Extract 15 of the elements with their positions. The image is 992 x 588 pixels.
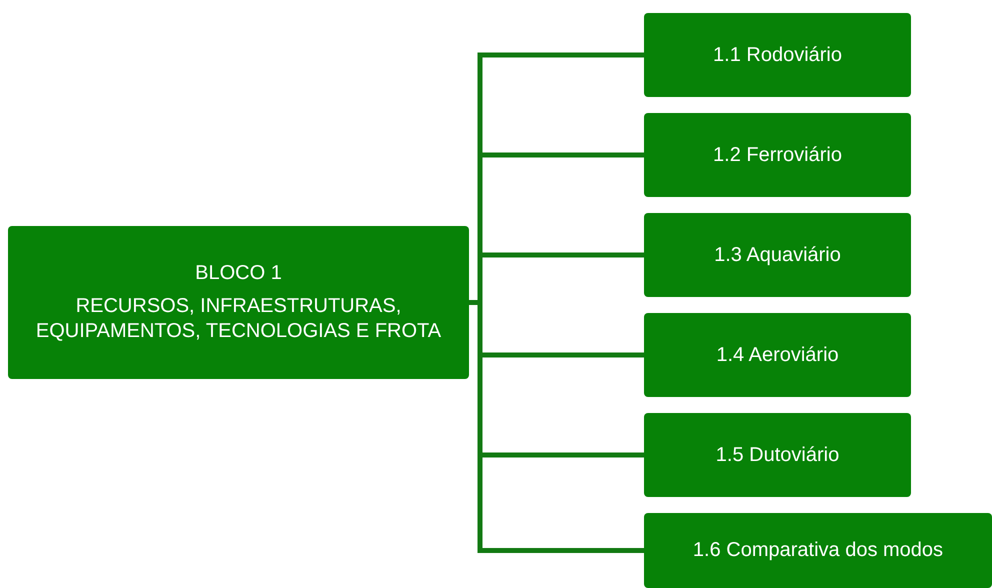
box-label: 1.6 Comparativa dos modos (692, 538, 944, 563)
category-box (644, 113, 911, 197)
box-label: 1.4 Aeroviário (716, 342, 839, 368)
box-heading: BLOCO 1 (195, 261, 282, 286)
category-box (8, 226, 469, 379)
category-box (644, 213, 911, 297)
category-box (644, 513, 992, 588)
category-box (644, 13, 911, 97)
box-label: RECURSOS, INFRAESTRUTURAS, EQUIPAMENTOS, TECNOLOGIAS E FROTA (34, 294, 442, 344)
box-label: 1.3 Aquaviário (714, 242, 841, 268)
category-box (644, 413, 911, 497)
box-label: 1.2 Ferroviário (713, 142, 842, 168)
box-label: 1.5 Dutoviário (716, 442, 840, 468)
box-label: 1.1 Rodoviário (713, 42, 842, 68)
category-box (644, 313, 911, 397)
